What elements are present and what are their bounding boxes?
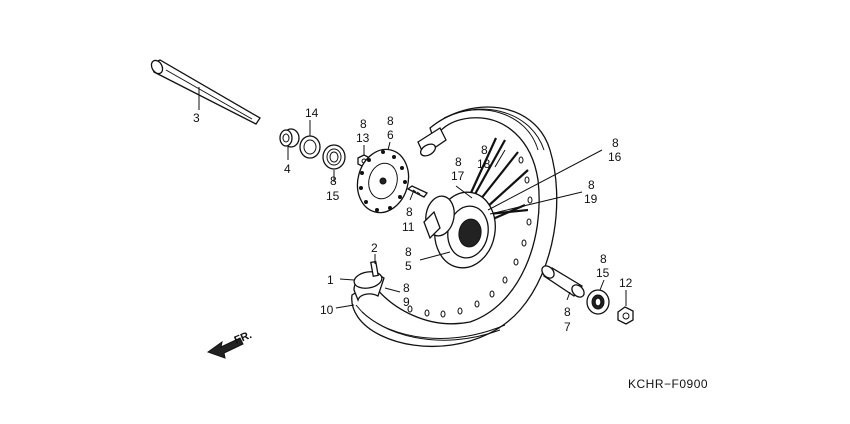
- tube-section: [353, 260, 385, 302]
- callout-labels: 3 14 4 8 15 8 13 8 6 8 18 8 17 8 16 8: [193, 106, 633, 334]
- callout-1: 1: [327, 273, 334, 287]
- callout-8-15-left: 8 15: [326, 174, 340, 203]
- front-axle: [150, 59, 261, 125]
- callout-4: 4: [284, 162, 291, 176]
- direction-label: FR.: [233, 329, 254, 347]
- callout-8-13: 8 13: [356, 117, 370, 145]
- distance-collar: [541, 265, 585, 298]
- callout-14: 14: [305, 106, 319, 120]
- axle-collar: [279, 128, 300, 148]
- callout-10: 10: [320, 303, 334, 317]
- axle-nut: [617, 306, 634, 325]
- callout-8-6: 8 6: [387, 114, 397, 142]
- front-wheel: [351, 106, 558, 348]
- diagram-code: KCHR−F0900: [628, 377, 708, 391]
- callout-8-19: 8 19: [584, 178, 598, 206]
- callout-3: 3: [193, 111, 200, 125]
- callout-8-18: 8 18: [477, 143, 491, 171]
- callout-8-7: 8 7: [564, 305, 574, 334]
- callout-2: 2: [371, 241, 378, 255]
- callout-8-17: 8 17: [451, 155, 465, 183]
- stud-bolt: [406, 185, 429, 198]
- speedometer-disc: [356, 148, 410, 214]
- dust-seal: [299, 135, 321, 159]
- callout-8-9: 8 9: [403, 281, 413, 309]
- callout-8-15-right: 8 15: [596, 252, 610, 280]
- bearing-left: [322, 144, 346, 170]
- bearing-right: [586, 289, 610, 315]
- leader-lines: [198, 87, 627, 309]
- front-direction-arrow: FR.: [206, 329, 254, 359]
- callout-8-11: 8 11: [402, 205, 416, 234]
- callout-8-16: 8 16: [608, 136, 622, 164]
- callout-12: 12: [619, 276, 633, 290]
- callout-8-5: 8 5: [405, 245, 415, 273]
